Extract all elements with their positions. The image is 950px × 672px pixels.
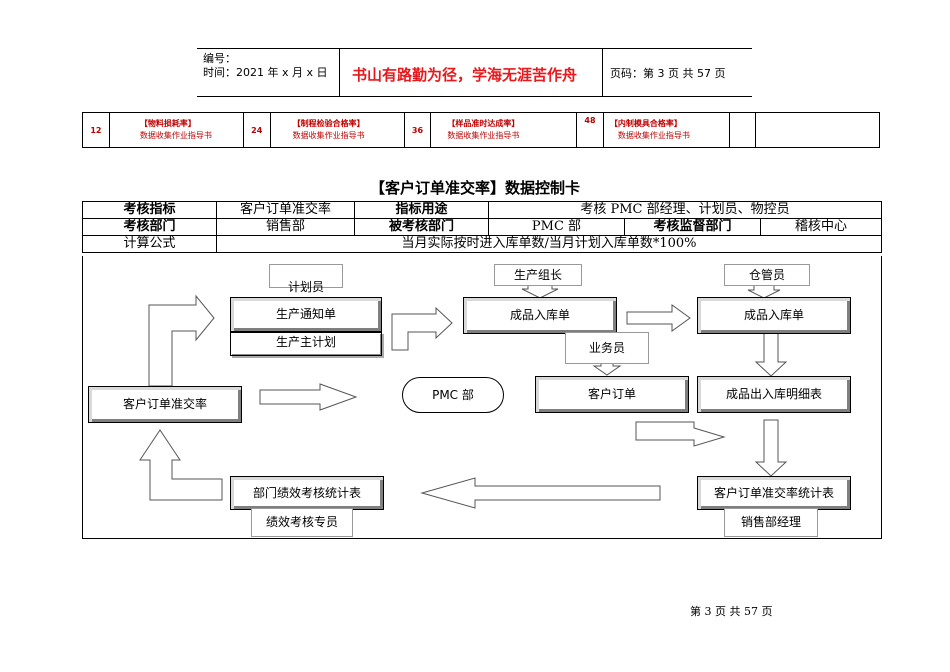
label-indicator: 考核指标: [82, 201, 217, 219]
arrow-up-left: [139, 429, 223, 501]
header-top-line: [197, 48, 752, 49]
index-title: 【样品准时达成率】: [447, 119, 520, 128]
index-strip: 12 【物料损耗率】 数据收集作业指导书 24 【制程检验合格率】 数据收集作业…: [82, 112, 880, 148]
index-num: 36: [403, 112, 432, 148]
index-cell[interactable]: 【物料损耗率】 数据收集作业指导书: [108, 112, 244, 148]
node-customer-order: 客户订单: [535, 376, 689, 413]
node-dept-stats: 部门绩效考核统计表: [230, 476, 384, 510]
motto: 书山有路勤为径，学海无涯苦作舟: [352, 66, 578, 84]
label-purpose: 指标用途: [354, 201, 489, 219]
header-divider-left: [339, 48, 340, 96]
arrow-keeper-down: [747, 283, 781, 299]
index-sub: 数据收集作业指导书: [447, 131, 520, 140]
node-production-notice: 生产通知单: [230, 297, 382, 332]
node-sales-manager: 销售部经理: [724, 508, 818, 537]
node-team-leader: 生产组长: [494, 264, 582, 286]
node-finished-stockin-1: 成品入库单: [463, 297, 617, 334]
index-title: 【制程检验合格率】: [292, 119, 365, 128]
arrow-leader-down: [521, 283, 559, 299]
label-assessing-dept: 考核部门: [82, 218, 217, 236]
index-cell[interactable]: 【内制模具合格率】 数据收集作业指导书: [602, 112, 730, 148]
node-planner: 计划员: [269, 264, 343, 294]
node-finished-out-detail: 成品出入库明细表: [697, 376, 851, 413]
supervisor-cell: 考核监督部门 稽核中心: [624, 218, 882, 236]
serial-label: 编号：: [203, 52, 236, 65]
index-sub: 数据收集作业指导书: [292, 131, 365, 140]
index-title: 【物料损耗率】: [139, 119, 196, 128]
label-formula: 计算公式: [82, 235, 217, 253]
date-line: 时间：2021 年 x 月 x 日: [203, 66, 328, 79]
node-finished-stockin-2: 成品入库单: [697, 297, 851, 334]
header-bottom-line: [197, 96, 752, 97]
header-divider-right: [602, 48, 603, 96]
node-warehouse-keeper: 仓管员: [724, 264, 810, 286]
control-card: 考核指标 客户订单准交率 指标用途 考核 PMC 部经理、计划员、物控员 考核部…: [82, 201, 882, 253]
page-title: 【客户订单准交率】数据控制卡: [369, 179, 580, 197]
flow-diagram: [82, 256, 882, 539]
index-empty-cell: [755, 112, 880, 148]
label-supervisor: 考核监督部门: [625, 219, 761, 235]
index-empty-cell: [728, 112, 757, 148]
node-perf-specialist: 绩效考核专员: [251, 508, 353, 537]
node-ontime-stats: 客户订单准交率统计表: [697, 476, 851, 510]
arrow-up-right: [148, 294, 215, 387]
index-cell[interactable]: 【样品准时达成率】 数据收集作业指导书: [430, 112, 578, 148]
value-formula: 当月实际按时进入库单数/当月计划入库单数*100%: [216, 235, 882, 253]
node-ontime-rate: 客户订单准交率: [88, 386, 242, 423]
index-sub: 数据收集作业指导书: [139, 131, 212, 140]
arrow-notice-to-stockin: [391, 306, 453, 351]
value-indicator: 客户订单准交率: [216, 201, 355, 219]
arrow-detail-down: [754, 419, 788, 477]
arrow-rate-right: [259, 383, 358, 411]
index-title: 【内制模具合格率】: [609, 119, 682, 128]
value-assessed-dept: PMC 部: [531, 219, 582, 234]
node-pmc: PMC 部: [402, 377, 504, 413]
arrow-order-to-detail: [635, 421, 726, 447]
page-code: 页码：第 3 页 共 57 页: [610, 67, 726, 80]
footer-page-number: 第 3 页 共 57 页: [690, 605, 773, 618]
index-cell[interactable]: 【制程检验合格率】 数据收集作业指导书: [269, 112, 405, 148]
value-supervisor: 稽核中心: [794, 219, 847, 234]
node-master-plan: 生产主计划: [230, 332, 382, 356]
arrow-stats-left: [420, 477, 661, 509]
node-salesman: 业务员: [565, 332, 649, 364]
arrow-stockin-down: [754, 331, 788, 377]
index-num: 48: [576, 112, 604, 148]
index-sub: 数据收集作业指导书: [617, 131, 690, 140]
arrow-stockin-right: [626, 304, 691, 332]
